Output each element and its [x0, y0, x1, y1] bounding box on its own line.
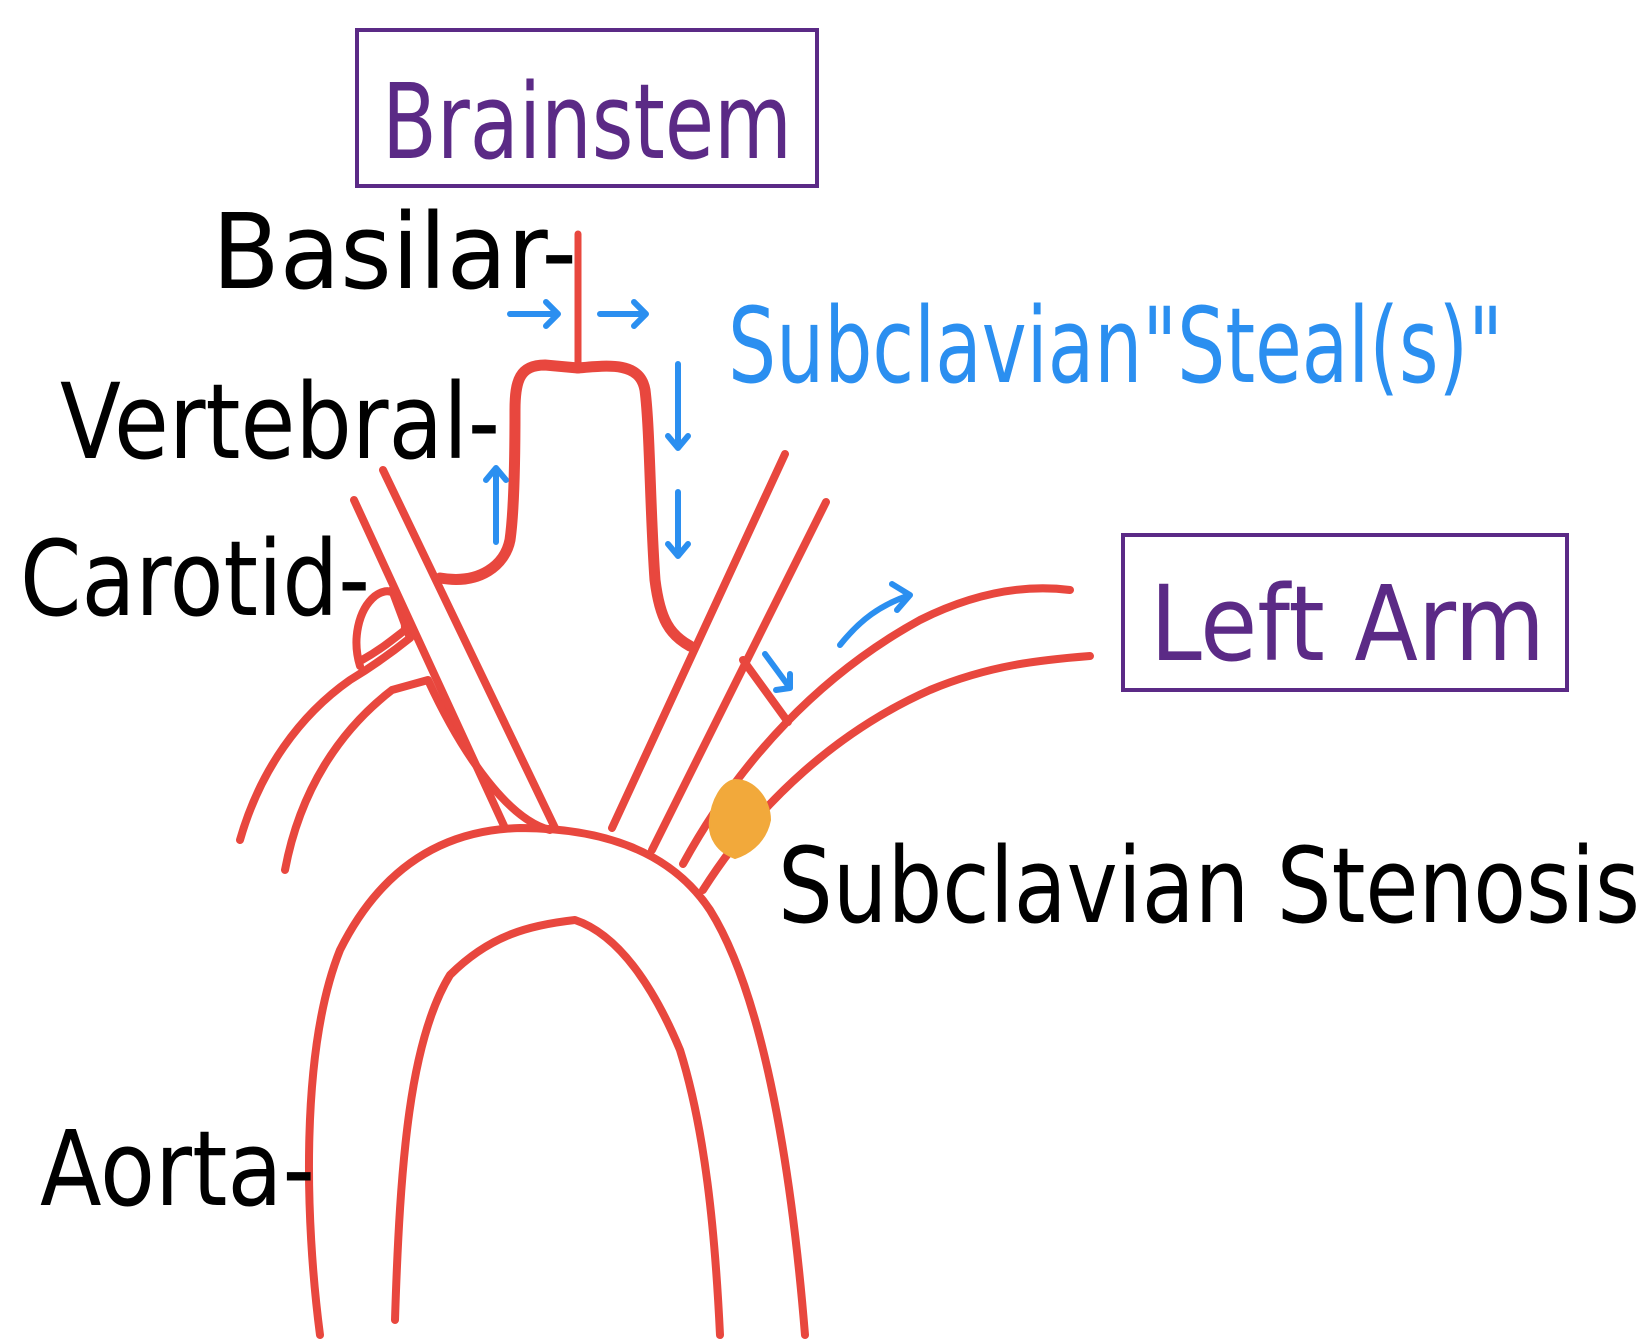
right-carotid-inner: [383, 470, 555, 828]
aorta-label: Aorta-: [40, 1108, 315, 1230]
stenosis-label: Subclavian Stenosis: [778, 825, 1640, 947]
steal-label: Subclavian"Steal(s)": [728, 285, 1503, 407]
carotid-label: Carotid-: [20, 518, 370, 640]
aorta-outer-wall: [309, 828, 805, 1335]
arrow-icon: [600, 302, 646, 326]
arrow-icon: [668, 492, 688, 556]
left-vertebral: [578, 366, 690, 646]
brainstem-label: Brainstem: [382, 61, 792, 183]
aorta: [309, 828, 805, 1335]
stenosis-marker-icon: [710, 780, 770, 858]
vertebral-label: Vertebral-: [60, 361, 500, 483]
arrow-icon: [765, 654, 790, 690]
aorta-inner-wall: [395, 920, 720, 1335]
left-arm-label: Left Arm: [1150, 563, 1545, 685]
right-subclavian-inner: [285, 680, 550, 870]
arrow-icon: [668, 364, 688, 448]
basilar-label: Basilar-: [212, 191, 577, 313]
